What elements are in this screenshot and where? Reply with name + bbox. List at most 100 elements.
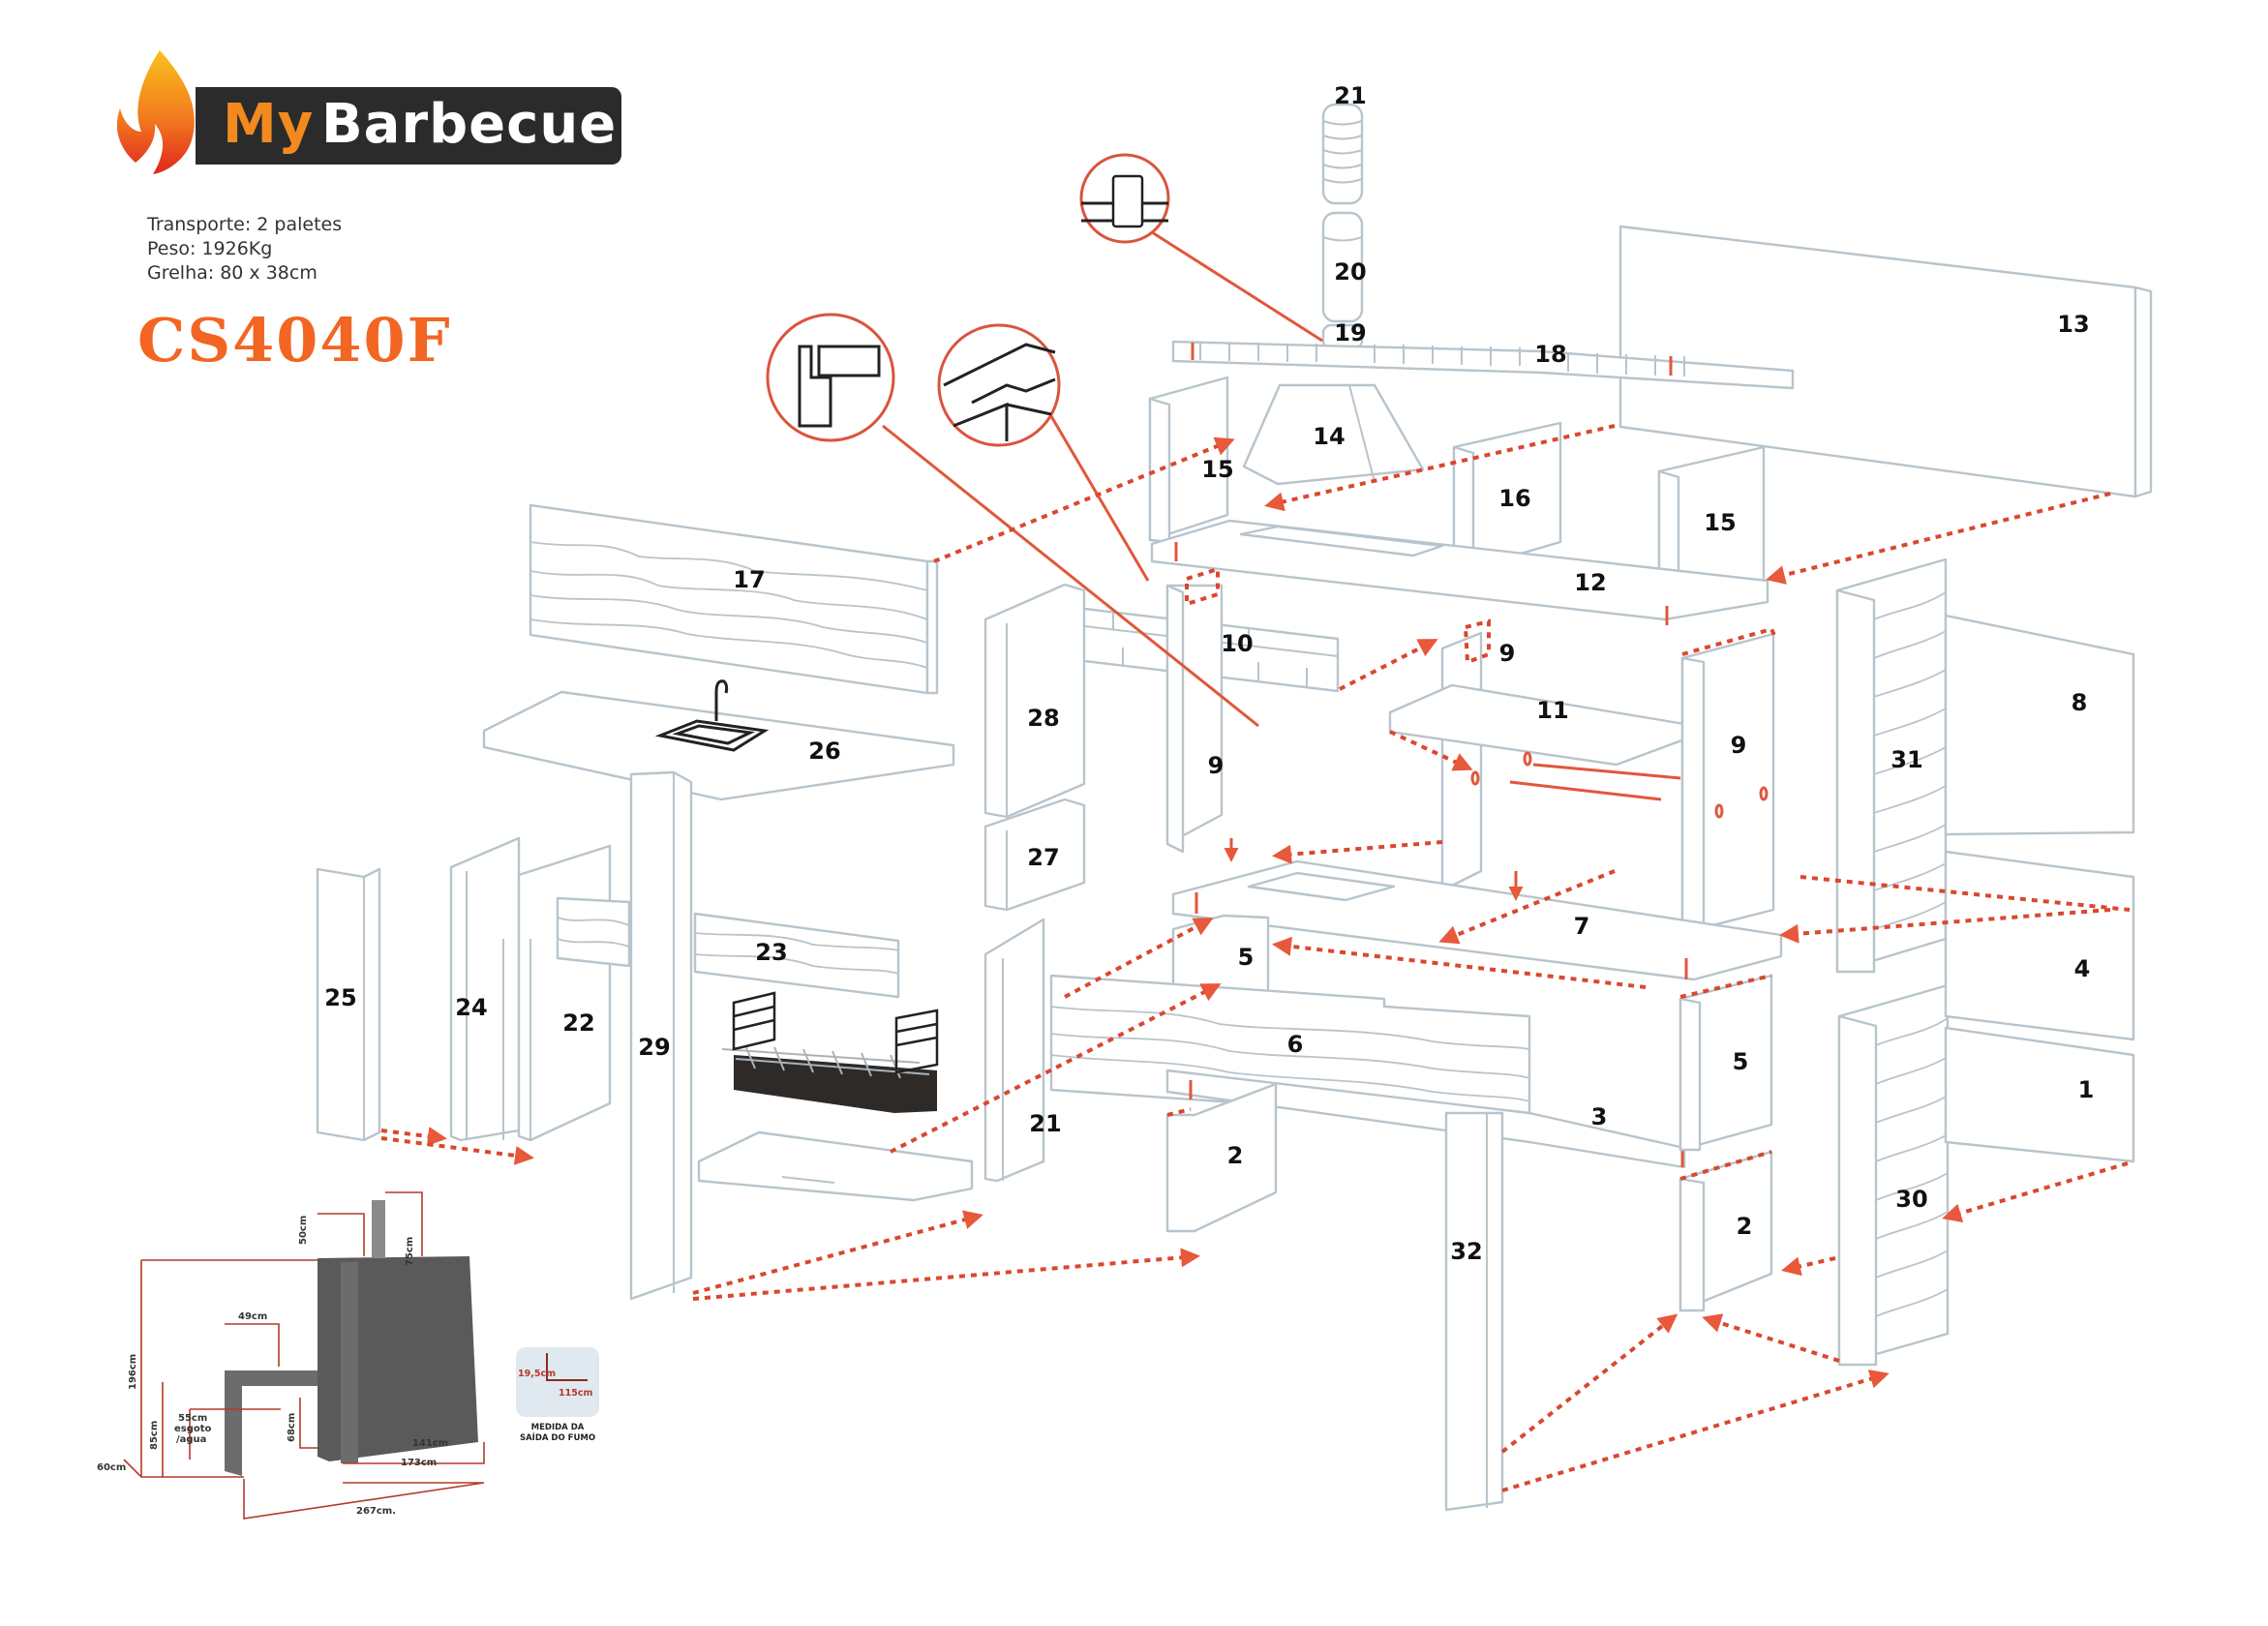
label-part-9-left: 9 xyxy=(1208,752,1225,779)
label-part-2-right: 2 xyxy=(1737,1213,1753,1240)
label-part-13: 13 xyxy=(2057,311,2089,338)
dim-total-width: 267cm. xyxy=(356,1506,396,1517)
part-12-upper-shelf xyxy=(1150,519,1769,625)
label-part-27: 27 xyxy=(1027,844,1059,871)
part-8-right-panel xyxy=(1944,614,2135,836)
part-28-side-panel xyxy=(983,583,1086,819)
part-21-left-support xyxy=(983,918,1045,1183)
part-26-countertop-with-sink xyxy=(482,679,955,801)
part-9-right-column xyxy=(1680,626,1777,935)
spec-grill: Grelha: 80 x 38cm xyxy=(147,262,318,284)
label-part-19: 19 xyxy=(1334,319,1366,346)
label-part-20: 20 xyxy=(1334,258,1366,286)
label-part-15-right: 15 xyxy=(1704,509,1736,536)
label-part-18: 18 xyxy=(1534,341,1566,368)
part-1-right-panel xyxy=(1944,1026,2135,1163)
label-part-26: 26 xyxy=(808,738,840,765)
logo-bar xyxy=(196,87,621,165)
dim-drain-label-2: /agua xyxy=(176,1434,206,1445)
label-part-25: 25 xyxy=(324,984,356,1011)
part-7-lower-shelf xyxy=(1171,859,1783,981)
label-part-11: 11 xyxy=(1536,697,1568,724)
spec-list: Transporte: 2 paletes Peso: 1926Kg Grelh… xyxy=(147,213,342,286)
part-24-side-panel xyxy=(449,836,521,1142)
flame-icon xyxy=(116,50,195,174)
part-32-column xyxy=(1444,1111,1504,1512)
part-30-stone-column xyxy=(1837,983,1950,1367)
part-20-chimney-pipe xyxy=(1321,211,1364,323)
label-part-31: 31 xyxy=(1890,746,1922,773)
label-part-10: 10 xyxy=(1221,630,1253,657)
spec-weight: Peso: 1926Kg xyxy=(147,238,273,259)
label-part-2-left: 2 xyxy=(1227,1142,1244,1169)
dim-inner-width: 141cm xyxy=(412,1438,448,1449)
label-part-32: 32 xyxy=(1450,1238,1482,1265)
grill-rods xyxy=(1509,763,1681,801)
detail-circle-rebate-joint xyxy=(937,323,1150,582)
part-2-left-leg xyxy=(1165,1082,1278,1233)
label-part-16: 16 xyxy=(1498,485,1530,512)
dim-counter-height: 85cm xyxy=(149,1421,160,1450)
part-21-chimney-cap xyxy=(1321,103,1364,205)
part-25-end-panel xyxy=(316,867,381,1142)
label-part-21-top: 21 xyxy=(1334,82,1366,109)
label-part-3: 3 xyxy=(1591,1103,1608,1130)
grill-tray xyxy=(721,991,939,1113)
part-22-side-panel xyxy=(502,844,631,1142)
label-part-29: 29 xyxy=(638,1034,670,1061)
label-part-5-left: 5 xyxy=(1238,944,1255,971)
label-part-6: 6 xyxy=(1287,1031,1304,1058)
smoke-outlet-width: 115cm xyxy=(559,1388,592,1399)
label-part-30: 30 xyxy=(1895,1186,1927,1213)
smoke-caption-line-2: SAÍDA DO FUMO xyxy=(519,1433,596,1443)
model-code: CS4040F xyxy=(137,305,452,376)
part-9-left-column xyxy=(1165,566,1224,854)
part-27-side-panel-small xyxy=(983,798,1086,912)
part-29-column xyxy=(629,770,693,1301)
part-17-stone-wall-panel xyxy=(529,503,939,695)
part-18-top-slab xyxy=(1171,340,1795,390)
label-part-4: 4 xyxy=(2074,955,2091,982)
dim-total-height: 196cm xyxy=(128,1354,138,1390)
label-part-9-center: 9 xyxy=(1499,640,1516,667)
label-part-24: 24 xyxy=(455,994,487,1021)
label-part-9-right: 9 xyxy=(1731,732,1747,759)
part-14-smoke-hood xyxy=(1242,383,1425,486)
smoke-outlet-diagram: 19,5cm 115cm xyxy=(516,1347,599,1417)
label-part-28: 28 xyxy=(1027,705,1059,732)
label-part-8: 8 xyxy=(2071,689,2088,716)
part-13-back-wall xyxy=(1618,225,2137,498)
dim-chimney-base: 50cm xyxy=(298,1216,309,1245)
smoke-outlet-height: 19,5cm xyxy=(518,1369,556,1379)
rod-hole xyxy=(1470,770,1480,786)
detail-circle-l-joint xyxy=(766,313,1259,728)
logo-text-barbecue: Barbecue xyxy=(321,93,618,156)
smoke-caption-line-1: MEDIDA DA xyxy=(530,1423,585,1432)
dim-sink-drain: 55cm xyxy=(178,1413,207,1424)
dim-bbq-width: 173cm xyxy=(401,1458,437,1468)
part-2-right-leg xyxy=(1678,1150,1773,1312)
dim-depth: 60cm xyxy=(97,1462,126,1473)
label-part-23: 23 xyxy=(755,939,787,966)
label-part-21-lower: 21 xyxy=(1029,1110,1061,1137)
part-9-center-column xyxy=(1440,618,1491,892)
part-15-left-side-block xyxy=(1148,376,1229,544)
dim-chimney-top: 75cm xyxy=(405,1237,415,1266)
dimension-drawing: 75cm 50cm 196cm 85cm 55cm esgoto /agua 4… xyxy=(97,1191,485,1520)
dim-under-counter: 68cm xyxy=(287,1413,297,1442)
assembly-arrows xyxy=(380,424,2131,1492)
label-part-5-right: 5 xyxy=(1733,1048,1749,1075)
dim-sink-width: 49cm xyxy=(238,1311,267,1322)
part-16-divider-block xyxy=(1452,421,1562,575)
ash-drawer xyxy=(697,1130,974,1202)
brand-logo: My Barbecue xyxy=(106,48,649,174)
logo-text-my: My xyxy=(223,93,315,156)
part-4-right-panel xyxy=(1944,850,2135,1041)
label-part-7: 7 xyxy=(1574,913,1590,940)
label-part-1: 1 xyxy=(2078,1076,2095,1103)
smoke-outlet-caption: MEDIDA DA SAÍDA DO FUMO xyxy=(503,1423,612,1444)
detail-circle-chimney-joint xyxy=(1079,153,1323,343)
rod-hole xyxy=(1523,751,1532,767)
part-3-bottom-beam xyxy=(1165,1069,1686,1169)
